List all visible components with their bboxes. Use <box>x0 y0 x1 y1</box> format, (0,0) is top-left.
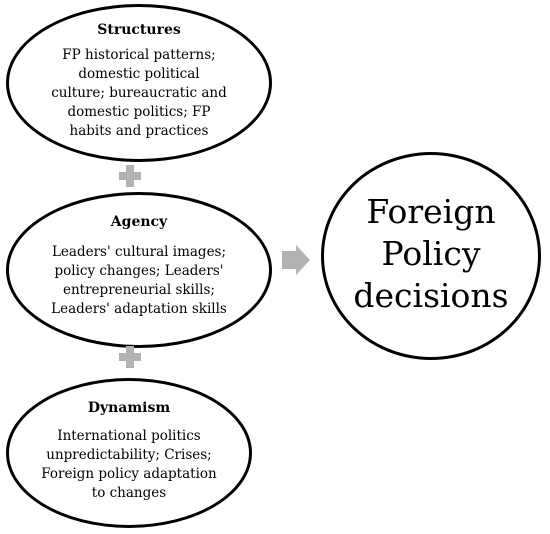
structures-body: FP historical patterns; domestic politic… <box>51 46 227 139</box>
agency-body: Leaders' cultural images; policy changes… <box>51 243 227 317</box>
foreign-policy-decisions-label: Foreign Policy decisions <box>353 192 509 315</box>
foreign-policy-decisions-ellipse: Foreign Policy decisions <box>321 152 541 360</box>
dynamism-ellipse: Dynamism International politics unpredic… <box>6 378 252 528</box>
dynamism-body: International politics unpredictability;… <box>41 427 217 501</box>
agency-ellipse: Agency Leaders' cultural images; policy … <box>6 192 272 348</box>
structures-ellipse: Structures FP historical patterns; domes… <box>6 4 272 162</box>
arrow-right-icon <box>282 245 310 275</box>
plus-icon <box>119 165 141 187</box>
dynamism-title: Dynamism <box>87 399 171 416</box>
structures-title: Structures <box>97 21 181 38</box>
agency-title: Agency <box>110 213 168 230</box>
plus-icon <box>119 346 141 368</box>
